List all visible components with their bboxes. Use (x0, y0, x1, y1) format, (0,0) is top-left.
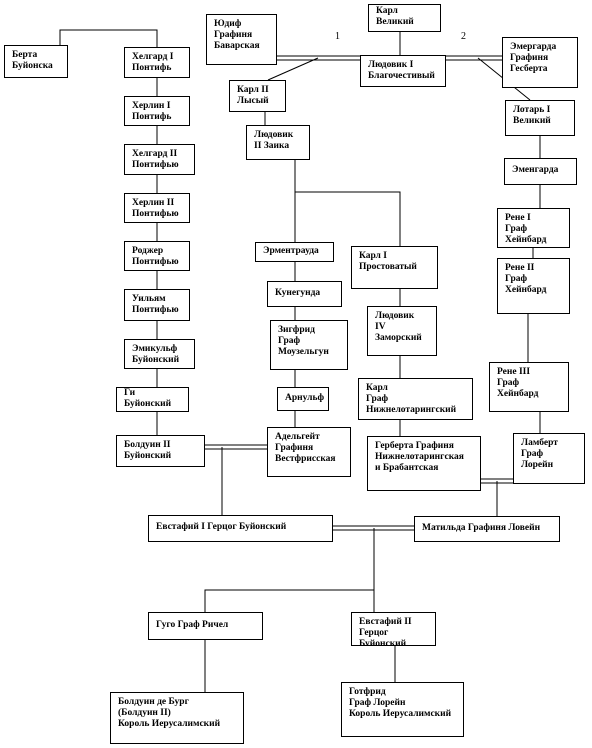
node-godfrey: Готфрид Граф Лорейн Король Иерусалимский (341, 682, 464, 737)
node-eustace-2: Евстафий II Герцог Буйонский (351, 612, 436, 646)
node-roger: Роджер Понтифью (124, 241, 190, 271)
node-helgard-2: Хелгард II Понтифью (124, 144, 195, 175)
connector (204, 528, 375, 612)
node-charles-lorraine: Карл Граф Нижнелотарингский (358, 378, 473, 420)
node-rainer-2: Рене II Граф Хейнбард (497, 258, 570, 314)
node-rainer-1: Рене I Граф Хейнбард (497, 208, 570, 248)
connector (267, 57, 319, 81)
node-guy: Ги Буйонский (116, 387, 189, 412)
node-eustace-1: Евстафий I Герцог Буйонский (148, 515, 333, 542)
node-siegfried: Зигфрид Граф Моузельгун (270, 320, 348, 370)
node-ermengarde-hesbaye: Эмергарда Графиня Гесберта (502, 37, 578, 88)
node-lambert: Ламберт Граф Лорейн (513, 433, 585, 484)
node-charlemagne: Карл Великий (368, 4, 441, 32)
node-louis-pious: Людовик I Благочестивый (360, 55, 446, 87)
marriage-line (277, 55, 360, 61)
connector (59, 29, 158, 47)
node-arnulf: Арнульф (277, 387, 329, 411)
node-berta: Берта Буйонска (4, 45, 68, 78)
node-herlin-1: Херлин I Понтифь (124, 96, 190, 126)
connector (294, 160, 401, 246)
node-william: Уильям Понтифью (124, 289, 190, 321)
node-rainer-3: Рене III Граф Хейнбард (489, 362, 569, 412)
node-ermentrude: Эрментрауда (255, 242, 334, 262)
node-lothair: Лотарь I Великий (505, 100, 575, 136)
node-emikulf: Эмикульф Буйонский (124, 339, 195, 369)
node-louis-stammerer: Людовик II Заика (246, 125, 310, 160)
node-charles-simple: Карл I Простоватый (351, 246, 438, 289)
node-gerberga: Герберта Графиня Нижнелотарингская и Бра… (367, 436, 481, 491)
node-herlin-2: Херлин II Понтифью (124, 193, 190, 223)
node-kunigunde: Кунегунда (267, 281, 342, 307)
node-adelaide: Адельгейт Графиня Вестфрисская (267, 427, 351, 477)
marriage-line (205, 444, 267, 450)
node-helgard-1: Хелгард I Понтифь (124, 47, 190, 78)
node-judith: Юдиф Графиня Баварская (206, 14, 277, 65)
node-hugh: Гуго Граф Ричел (148, 612, 263, 640)
node-baldwin-2: Болдуин II Буйонский (116, 435, 205, 467)
marriage-number-1: 1 (335, 31, 340, 42)
node-baldwin-burgh: Болдуин де Бург (Болдуин II) Король Иеру… (110, 692, 244, 744)
node-ermengarde: Эменгарда (504, 158, 577, 185)
node-charles-bald: Карл II Лысый (229, 80, 286, 112)
marriage-number-2: 2 (461, 31, 466, 42)
marriage-line (446, 55, 502, 61)
node-matilda: Матильда Графиня Ловейн (414, 516, 560, 542)
node-louis-4: Людовик IV Заморский (367, 306, 437, 356)
